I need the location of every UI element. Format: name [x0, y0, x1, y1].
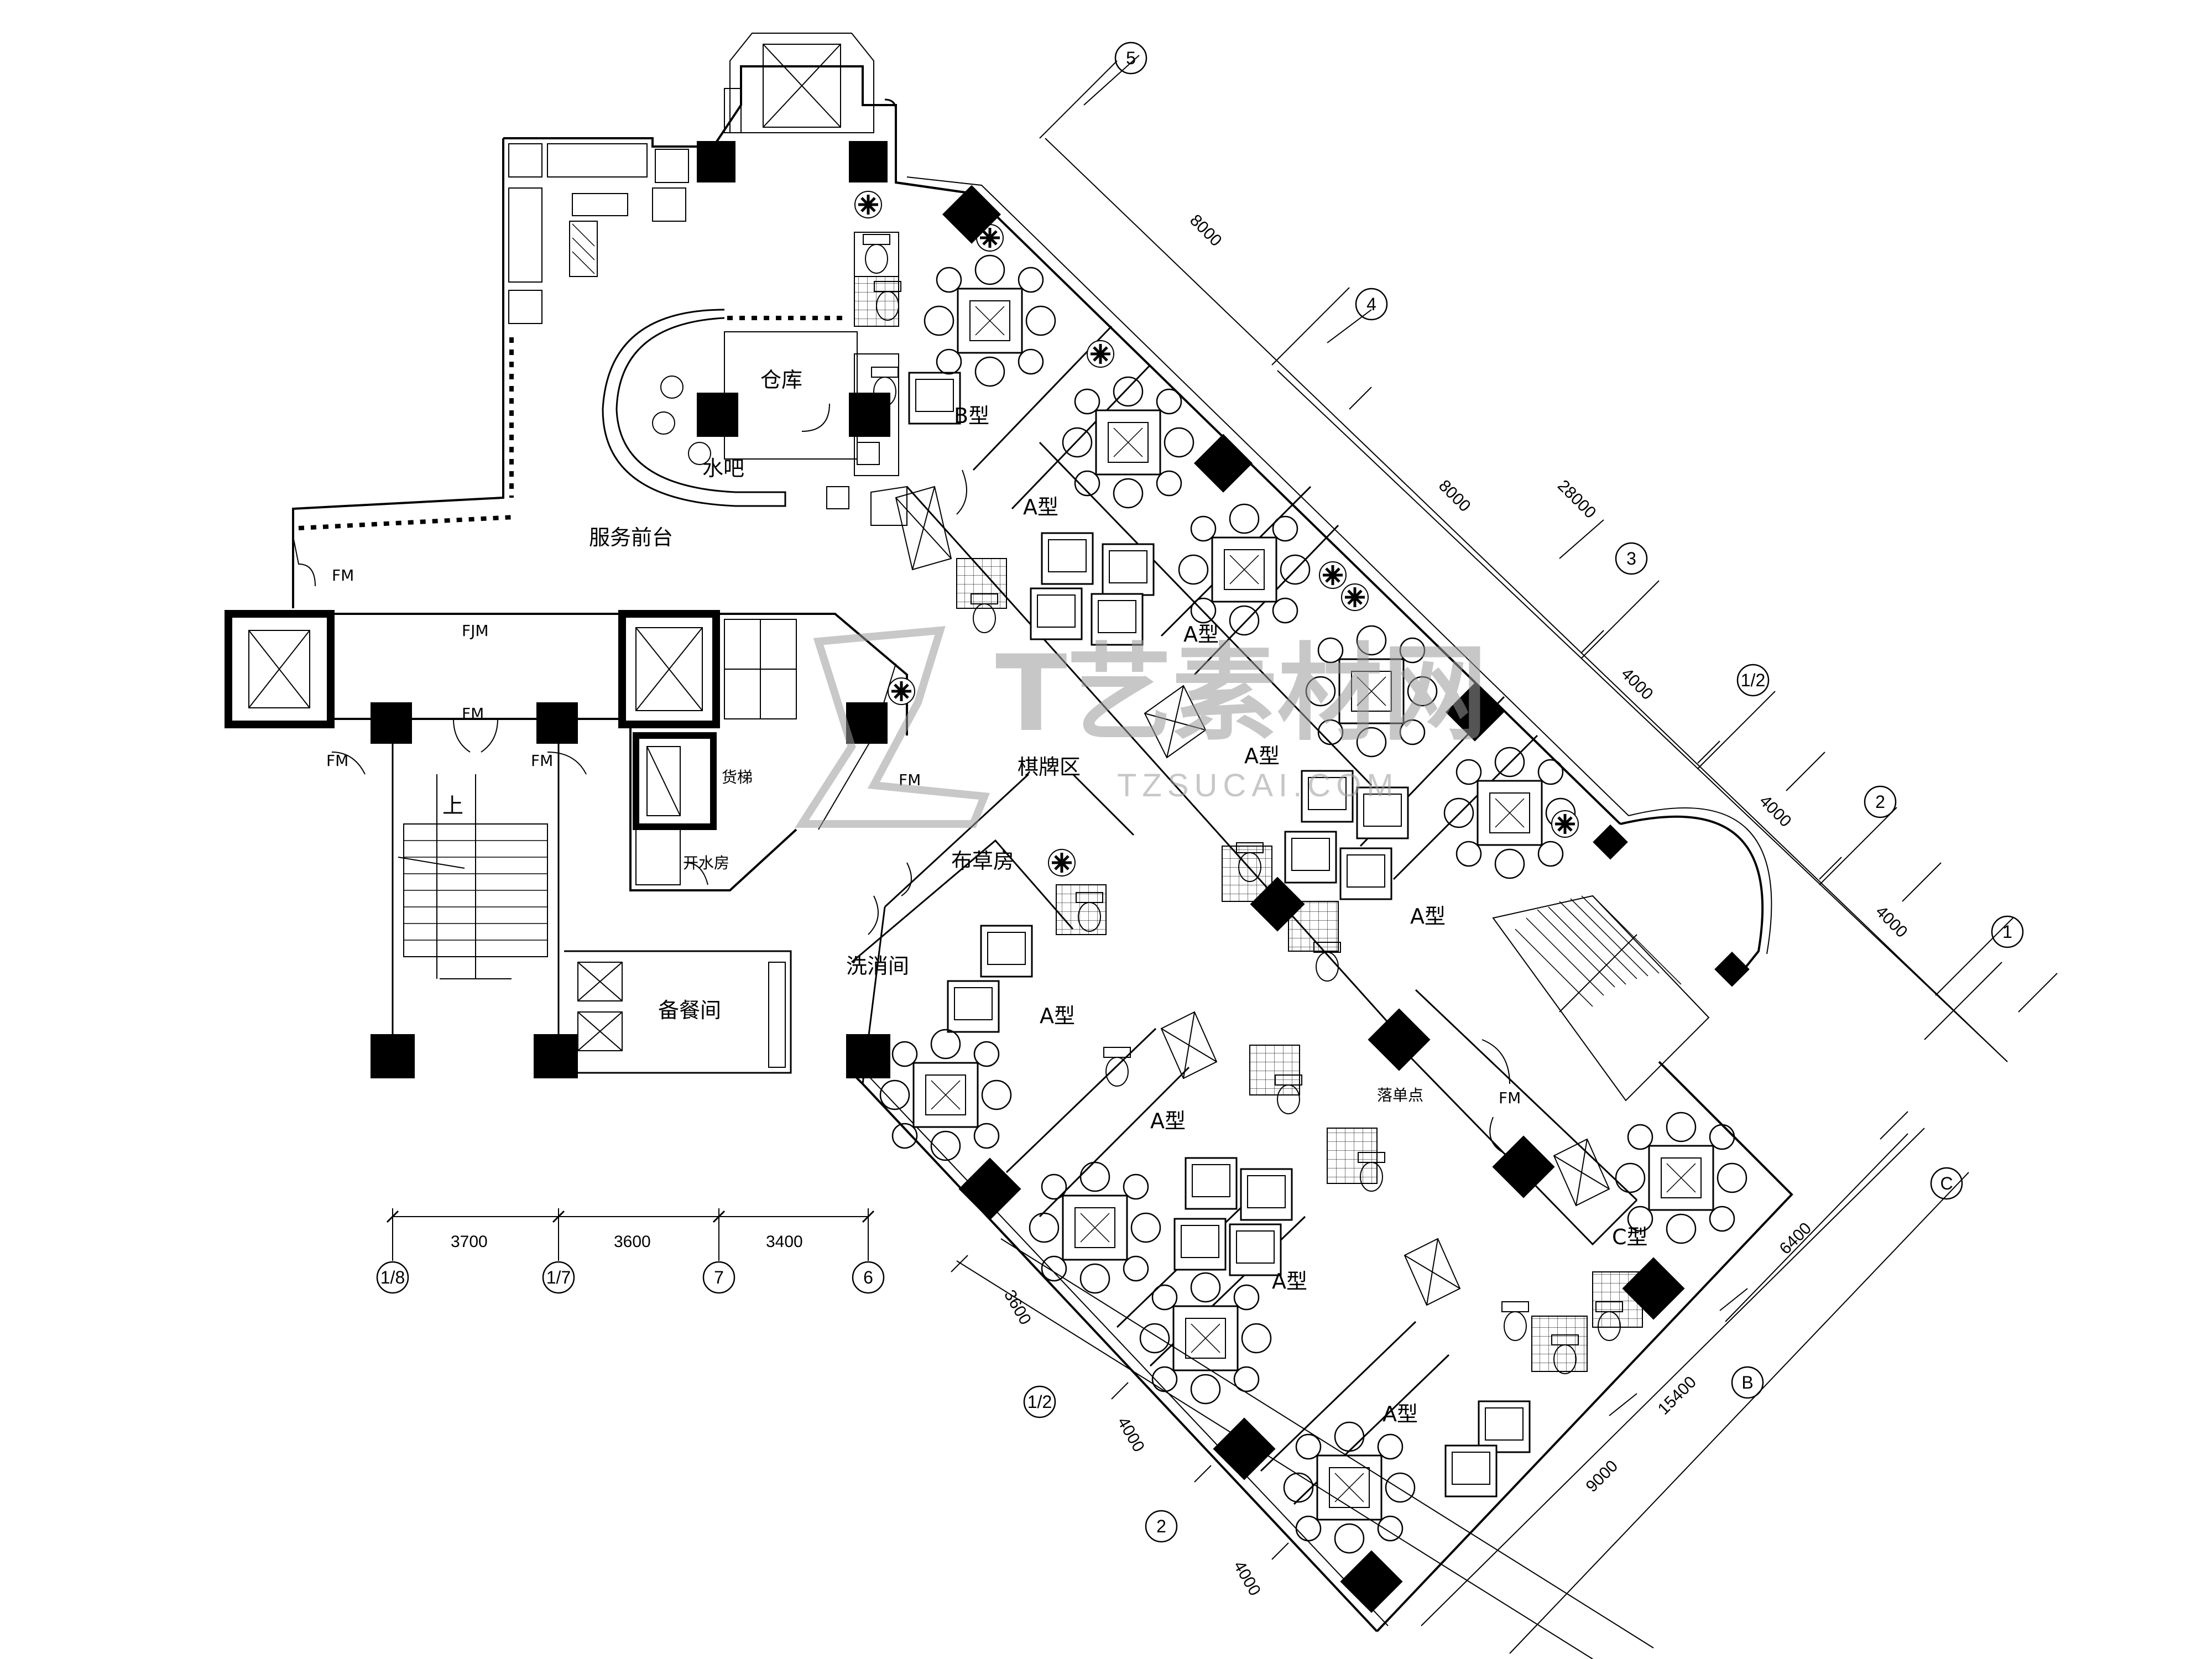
fjm-label: FJM [462, 622, 489, 640]
dim-right-5: 4000 [1872, 902, 1911, 942]
order-point-label: 落单点 [1377, 1086, 1423, 1104]
service-desk-label: 服务前台 [589, 525, 673, 550]
axis-1-2-bottom: 1/2 [1027, 1392, 1052, 1412]
axis-3: 3 [1626, 549, 1636, 568]
dim-br-total: 15400 [1655, 1373, 1700, 1418]
central-core [225, 536, 908, 1074]
fm-tag-1: FM [332, 566, 354, 585]
pantry-label: 备餐间 [658, 998, 721, 1022]
freight-elevator-label: 货梯 [722, 768, 753, 786]
type-b-label: B型 [954, 404, 989, 428]
warehouse-label: 仓库 [760, 368, 802, 392]
dim-bottom-3: 3400 [766, 1233, 803, 1251]
dim-right-1: 8000 [1186, 211, 1225, 251]
room-labels: 服务前台 仓库 水吧 B型 棋牌区 布草房 洗消间 备餐间 开水房 货梯 FJM… [442, 368, 1648, 1426]
dim-right-2: 8000 [1435, 477, 1474, 516]
axis-4: 4 [1366, 294, 1376, 314]
dimension-labels: 3700 3600 3400 8000 8000 4000 4000 4000 … [451, 211, 1911, 1599]
axis-1-8: 1/8 [380, 1267, 405, 1287]
axis-c: C [1940, 1173, 1953, 1193]
type-a-label-3: A型 [1244, 744, 1280, 768]
fm-tag-6: FM [1499, 1089, 1521, 1107]
dim-br-4: 9000 [1583, 1457, 1622, 1496]
axis-1: 1 [2002, 922, 2012, 942]
axis-1-2-top: 1/2 [1741, 670, 1765, 690]
axis-bubbles [376, 41, 2024, 1543]
dim-br-1: 3600 [1000, 1287, 1035, 1328]
dim-br-3: 4000 [1230, 1558, 1264, 1599]
dimension-lines [386, 55, 2058, 1659]
type-a-label-1: A型 [1023, 495, 1058, 519]
axis-7: 7 [714, 1267, 724, 1287]
axis-labels: 1/8 1/7 7 6 5 4 3 1/2 2 1 C B 1/2 2 [380, 48, 2012, 1536]
axis-6: 6 [863, 1267, 873, 1287]
dim-bottom-1: 3700 [451, 1233, 488, 1251]
type-a-label-8: A型 [1383, 1402, 1418, 1426]
fm-tag-2: FM [462, 705, 484, 723]
wash-room-label: 洗消间 [846, 954, 909, 978]
type-a-label-7: A型 [1272, 1269, 1307, 1293]
type-a-label-4: A型 [1410, 904, 1446, 928]
type-a-label-2: A型 [1183, 622, 1219, 646]
axis-b: B [1741, 1373, 1753, 1392]
north-wing [292, 33, 974, 608]
watermark-sub-text: TZSUCAI.COM [1117, 768, 1399, 804]
dim-c: 6400 [1776, 1219, 1815, 1258]
linen-room-label: 布草房 [951, 849, 1014, 873]
dim-bottom-2: 3600 [614, 1233, 651, 1251]
dim-right-4: 4000 [1756, 792, 1795, 831]
axis-2-top: 2 [1875, 792, 1885, 812]
fm-tag-3: FM [326, 752, 348, 770]
dim-right-total: 28000 [1554, 477, 1599, 522]
axis-5: 5 [1126, 48, 1136, 68]
angled-wing [851, 176, 1793, 1632]
mahjong-area-label: 棋牌区 [1018, 755, 1081, 779]
fm-tag-4: FM [531, 752, 553, 770]
type-a-label-5: A型 [1040, 1004, 1075, 1028]
watermark: T艺素材网 TZSUCAI.COM [795, 626, 1488, 828]
type-a-label-6: A型 [1150, 1109, 1186, 1133]
watermark-main-text: T艺素材网 [995, 633, 1488, 755]
structural-columns [371, 141, 1750, 1613]
stair-up-label: 上 [442, 794, 463, 818]
dim-br-2: 4000 [1114, 1414, 1148, 1455]
type-c-label: C型 [1612, 1225, 1648, 1249]
axis-1-7: 1/7 [546, 1267, 571, 1287]
axis-2-bottom: 2 [1156, 1516, 1166, 1536]
water-bar-label: 水吧 [702, 456, 744, 481]
boiler-room-label: 开水房 [683, 854, 729, 872]
watermark-logo-icon [795, 626, 990, 828]
